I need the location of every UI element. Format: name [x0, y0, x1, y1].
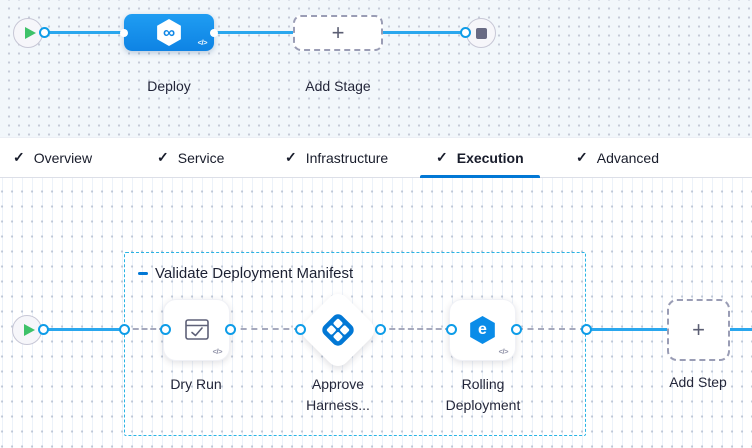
connector-line: [44, 31, 126, 34]
harness-approval-icon: [322, 314, 354, 346]
tab-execution[interactable]: ✓ Execution: [420, 138, 540, 178]
connector-dashed-line: [380, 328, 451, 330]
tab-infrastructure[interactable]: ✓ Infrastructure: [285, 138, 388, 177]
code-view-icon[interactable]: </>: [197, 38, 208, 47]
execution-graph-canvas[interactable]: Validate Deployment Manifest </> Dry Run: [0, 178, 752, 448]
code-view-icon[interactable]: </>: [498, 347, 509, 356]
connector-line: [43, 328, 124, 331]
tab-overview[interactable]: ✓ Overview: [13, 138, 92, 177]
play-icon: [23, 324, 35, 336]
connector-point: [119, 324, 130, 335]
connector-point: [295, 324, 306, 335]
code-view-icon[interactable]: </>: [212, 347, 223, 356]
add-stage-label: Add Stage: [305, 78, 371, 94]
tab-service[interactable]: ✓ Service: [157, 138, 224, 177]
add-stage-button[interactable]: +: [293, 15, 383, 51]
tab-label: Overview: [33, 149, 93, 166]
step-node-dry-run[interactable]: </>: [163, 299, 230, 361]
step-node-rolling-deployment[interactable]: e </>: [449, 299, 516, 361]
step-group-title: Validate Deployment Manifest: [155, 265, 354, 282]
stage-node-deploy[interactable]: ∞ </>: [120, 14, 218, 51]
step-label: Dry Run: [170, 376, 222, 392]
plus-icon: +: [331, 20, 345, 45]
stage-port-left: [120, 28, 128, 37]
stage-port-right: [210, 28, 218, 37]
connector-point: [460, 27, 471, 38]
tab-label: Execution: [456, 149, 524, 166]
connector-line: [383, 31, 466, 34]
check-icon: ✓: [436, 149, 448, 165]
pipeline-end-node[interactable]: [466, 18, 496, 48]
tab-label: Advanced: [596, 149, 660, 166]
step-node-approve-harness[interactable]: [296, 288, 380, 372]
check-icon: ✓: [13, 149, 25, 165]
plus-icon: +: [692, 317, 705, 342]
connector-point: [160, 324, 171, 335]
stage-graph-canvas[interactable]: ∞ </> Deploy + Add Stage: [0, 0, 752, 137]
step-label: Approve Harness...: [306, 376, 370, 413]
check-icon: ✓: [157, 149, 169, 165]
stage-label: Deploy: [147, 78, 191, 94]
step-group-validate-deployment-manifest[interactable]: Validate Deployment Manifest: [124, 252, 586, 436]
pipeline-start-node[interactable]: [13, 18, 43, 48]
stop-icon: [475, 27, 487, 39]
harness-logo-icon: ∞: [157, 19, 181, 46]
add-step-label: Add Step: [669, 374, 727, 390]
step-label: Rolling Deployment: [445, 376, 521, 413]
play-icon: [24, 27, 36, 39]
dry-run-icon: [184, 319, 209, 340]
connector-point: [38, 324, 49, 335]
collapse-group-icon[interactable]: [138, 272, 148, 275]
connector-point: [225, 324, 236, 335]
check-icon: ✓: [576, 149, 588, 165]
connector-point: [446, 324, 457, 335]
connector-point: [581, 324, 592, 335]
connector-line: [586, 328, 667, 331]
step-group-header: Validate Deployment Manifest: [138, 265, 353, 282]
connector-dashed-line: [124, 328, 165, 330]
connector-point: [39, 27, 50, 38]
tab-advanced[interactable]: ✓ Advanced: [576, 138, 659, 177]
tab-label: Service: [177, 149, 225, 166]
connector-point: [375, 324, 386, 335]
stage-config-tabbar: ✓ Overview ✓ Service ✓ Infrastructure ✓ …: [0, 137, 752, 178]
connector-dashed-line: [230, 328, 300, 330]
rolling-deployment-icon: e: [470, 316, 495, 344]
check-icon: ✓: [285, 149, 297, 165]
add-step-button[interactable]: +: [667, 299, 730, 361]
tab-label: Infrastructure: [305, 149, 389, 166]
connector-line: [214, 31, 293, 34]
connector-point: [511, 324, 522, 335]
connector-line: [730, 328, 752, 331]
connector-dashed-line: [517, 328, 586, 330]
